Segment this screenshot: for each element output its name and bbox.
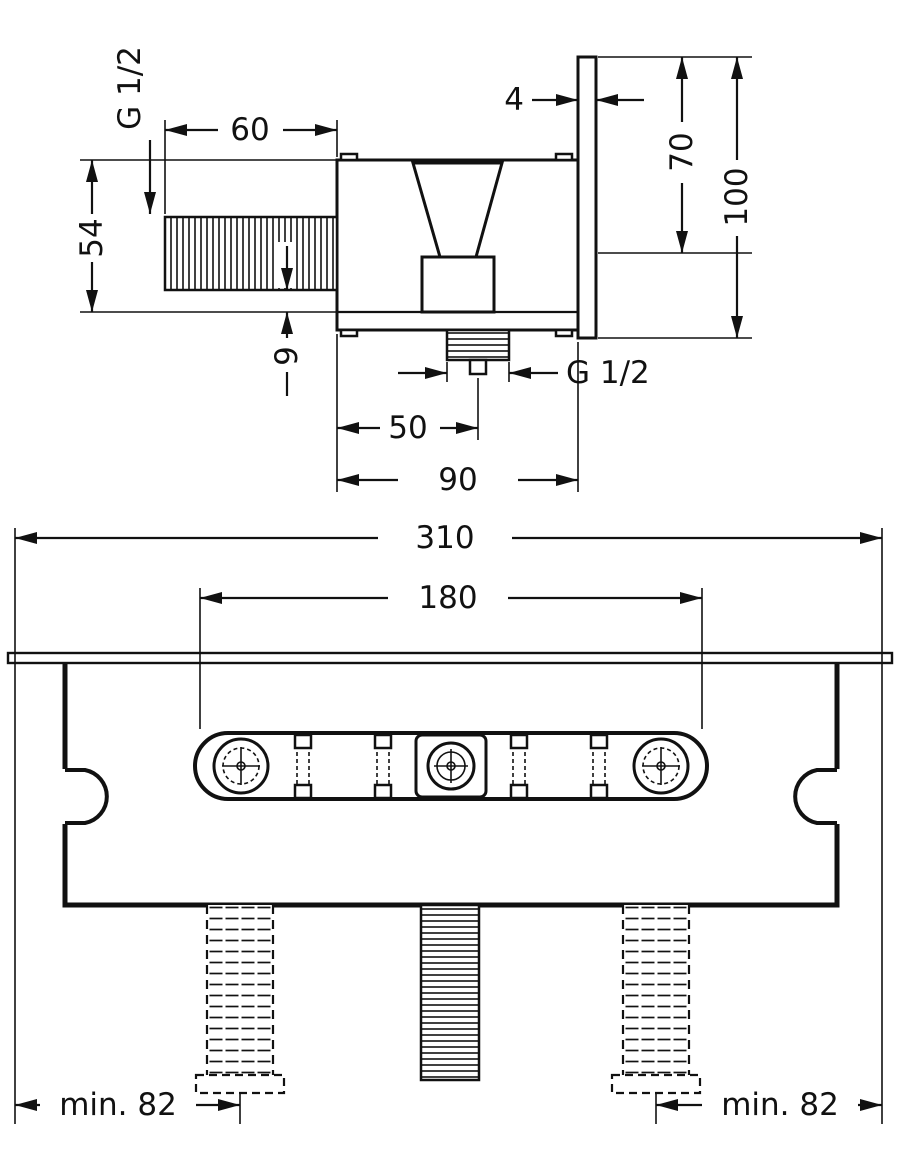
dim-label-54: 54 <box>74 218 110 257</box>
side-view: G 1/2 60 54 9 <box>74 46 755 498</box>
fastening-slot-1 <box>293 733 313 800</box>
basic-set-body <box>193 731 709 801</box>
right-supply-pipe-hidden <box>610 905 702 1095</box>
mounting-clip-bottom-left <box>339 328 359 338</box>
dim-label-min82-left: min. 82 <box>59 1087 177 1123</box>
dim-label-9: 9 <box>269 346 305 366</box>
front-view: 310 180 min. 82 min. 82 <box>6 520 894 1124</box>
dim-label-50: 50 <box>388 410 427 446</box>
dim-label-4: 4 <box>504 82 524 118</box>
dim-g12-top: G 1/2 <box>112 46 156 214</box>
dim-label-180: 180 <box>418 580 477 616</box>
fastening-slot-3 <box>509 733 529 800</box>
supply-pipe-side <box>163 215 339 292</box>
dim-min82-left: min. 82 <box>15 1087 241 1124</box>
mounting-clip-top-right <box>554 152 574 162</box>
center-valve-spindle <box>414 733 488 799</box>
dim-label-60: 60 <box>230 112 269 148</box>
dim-70: 70 <box>598 57 752 254</box>
dim-54: 54 <box>74 159 337 313</box>
dim-label-70: 70 <box>664 132 700 171</box>
finished-wall-line <box>6 651 894 665</box>
fastening-slot-2 <box>373 733 393 800</box>
dim-310: 310 <box>14 520 883 1124</box>
dim-label-100: 100 <box>719 167 755 226</box>
center-outlet-pipe <box>419 903 481 1082</box>
dim-label-90: 90 <box>438 462 477 498</box>
dim-180: 180 <box>199 580 703 729</box>
left-side-cutout <box>58 768 109 825</box>
outlet-thread <box>445 328 511 376</box>
mounting-clip-bottom-right <box>554 328 574 338</box>
dim-label-g12-bottom: G 1/2 <box>566 355 650 391</box>
outlet-stem <box>468 358 488 376</box>
dim-100: 100 <box>598 56 755 339</box>
dim-min82-right: min. 82 <box>655 1087 882 1124</box>
left-supply-pipe-hidden <box>194 905 286 1095</box>
dim-g12-bottom: G 1/2 <box>398 355 650 391</box>
right-side-cutout <box>793 768 842 825</box>
dim-60: 60 <box>164 112 338 214</box>
right-connection-screw <box>632 737 690 795</box>
valve-body <box>335 152 580 338</box>
dim-90: 90 <box>337 342 579 498</box>
handle-base <box>420 255 496 314</box>
dim-9: 9 <box>269 242 305 396</box>
left-connection-screw <box>212 737 270 795</box>
dim-label-310: 310 <box>415 520 474 556</box>
dim-label-g12-top: G 1/2 <box>112 46 148 130</box>
dim-4: 4 <box>504 82 644 118</box>
fastening-slot-4 <box>589 733 609 800</box>
dim-50: 50 <box>336 334 479 492</box>
wall-plate <box>576 55 598 340</box>
dim-label-min82-right: min. 82 <box>721 1087 839 1123</box>
mounting-clip-top-left <box>339 152 359 162</box>
